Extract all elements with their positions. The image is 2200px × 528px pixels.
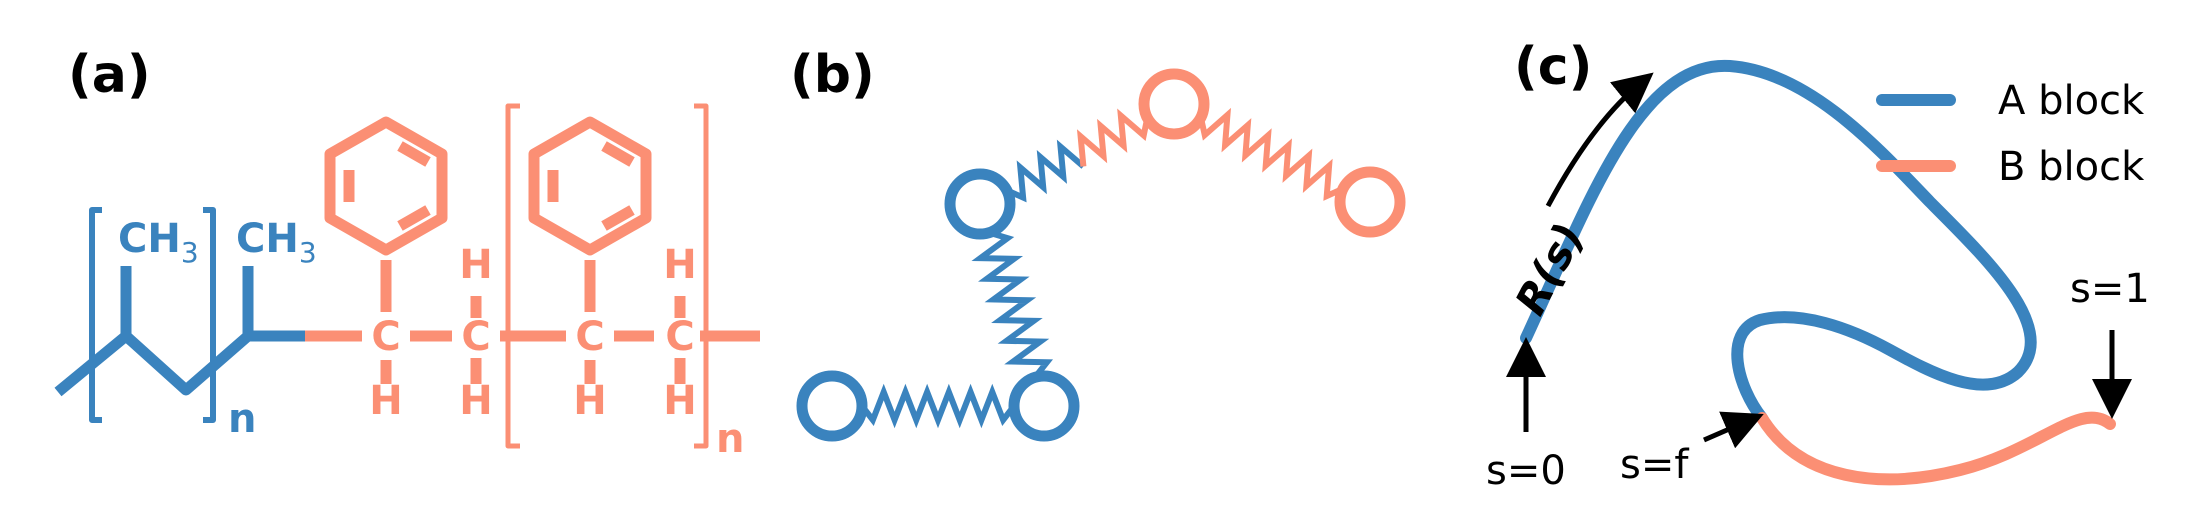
panel-c: (c) R(s) s=0 s=f s=1 A block B block [1486,37,2150,494]
sf-arrow [1703,411,1764,449]
bead-1 [796,370,868,442]
bead-3 [944,168,1016,240]
repeat-n-a: n [228,396,256,442]
benzene-ring-1 [324,116,448,256]
panel-b-label: (b) [790,45,875,105]
spring-segment [1005,139,1086,203]
b-repeat-bracket-left [505,103,520,449]
repeat-n-b: n [716,416,744,462]
legend-label-a: A block [1998,78,2145,124]
hydrogen-bottom-4: H [663,378,696,424]
panel-b: (b) [790,45,1406,442]
spring-segment [971,229,1054,380]
b-block-curve [1756,411,2116,486]
hydrogen-top-1: H [459,242,492,288]
b-block-atoms: C C C C H H H H H H [369,242,696,424]
bead-5 [1334,166,1406,238]
sf-label: s=f [1620,442,1689,488]
r-of-s-label: R(s) [1506,215,1594,323]
bead-2 [1008,370,1080,442]
a-repeat-bracket-left [89,207,102,423]
bead-4 [1138,68,1210,140]
a-block-curve [1520,59,2037,424]
legend-label-b: B block [1998,144,2145,190]
benzene-ring-2 [528,116,652,256]
legend: A block B block [1876,78,2145,190]
spring-segment [859,383,1017,429]
ch3-label-2: CH3 [236,216,317,269]
b-repeat-bracket-right [694,103,709,449]
r-of-s-arrow [1545,72,1654,208]
panel-a: (a) CH3 CH3 n [54,45,760,462]
hydrogen-bottom-2: H [459,378,492,424]
carbon-4: C [665,314,694,360]
hydrogen-top-2: H [663,242,696,288]
s1-label: s=1 [2070,266,2150,312]
carbon-3: C [575,314,604,360]
ch3-label-1: CH3 [118,216,199,269]
carbon-1: C [371,314,400,360]
carbon-2: C [461,314,490,360]
a-repeat-bracket-right [203,207,216,423]
panel-a-label: (a) [68,45,151,105]
spring-segment [1076,108,1151,167]
spring-segment [1197,107,1345,201]
b-block-structure [305,103,760,449]
hydrogen-bottom-3: H [573,378,606,424]
bead-spring-chain [796,68,1406,442]
a-block-structure [54,207,305,423]
hydrogen-bottom-1: H [369,378,402,424]
s0-label: s=0 [1486,448,1566,494]
panel-c-label: (c) [1514,37,1592,97]
